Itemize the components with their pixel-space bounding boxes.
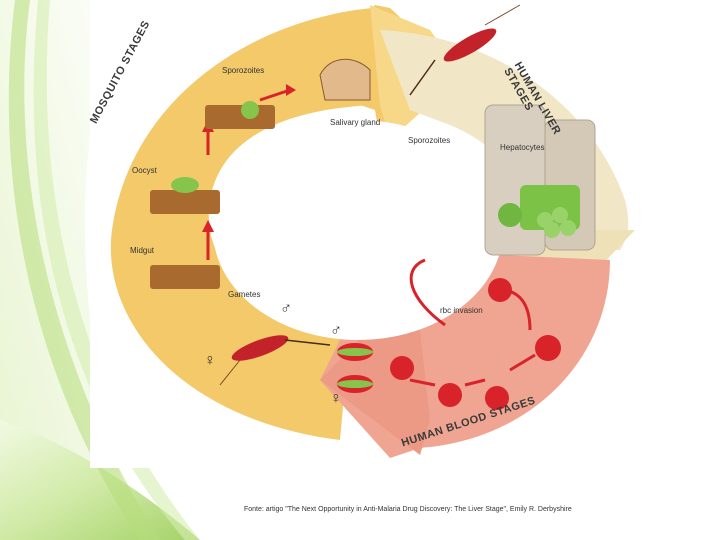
red-blood-cells [337, 278, 561, 410]
mosquito-top [409, 4, 521, 96]
label-salivary-gland: Salivary gland [330, 118, 381, 127]
salivary-gland [319, 58, 371, 101]
label-sporozoites-top: Sporozoites [222, 66, 265, 75]
hepatocyte-cells [484, 104, 596, 256]
mosquito-bottom [219, 335, 331, 386]
label-hepatocytes: Hepatocytes [500, 143, 545, 152]
cycle-center [213, 120, 503, 340]
lifecycle-diagram [110, 4, 635, 458]
male-symbol-blood: ♂ [330, 322, 342, 339]
label-sporozoites-liver: Sporozoites [408, 136, 451, 145]
label-midgut: Midgut [130, 246, 155, 255]
midgut-cells [150, 101, 275, 289]
label-gametes: Gametes [228, 290, 261, 299]
label-rbc-invasion: rbc invasion [440, 306, 483, 315]
female-symbol-gametes: ♀ [204, 352, 216, 369]
malaria-lifecycle-figure: MOSQUITO STAGES HUMAN LIVER STAGES HUMAN… [88, 0, 640, 468]
male-symbol-gametes: ♂ [280, 300, 292, 317]
source-caption: Fonte: artigo "The Next Opportunity in A… [244, 506, 572, 513]
label-oocyst: Oocyst [132, 166, 157, 175]
female-symbol-blood: ♀ [330, 390, 342, 407]
